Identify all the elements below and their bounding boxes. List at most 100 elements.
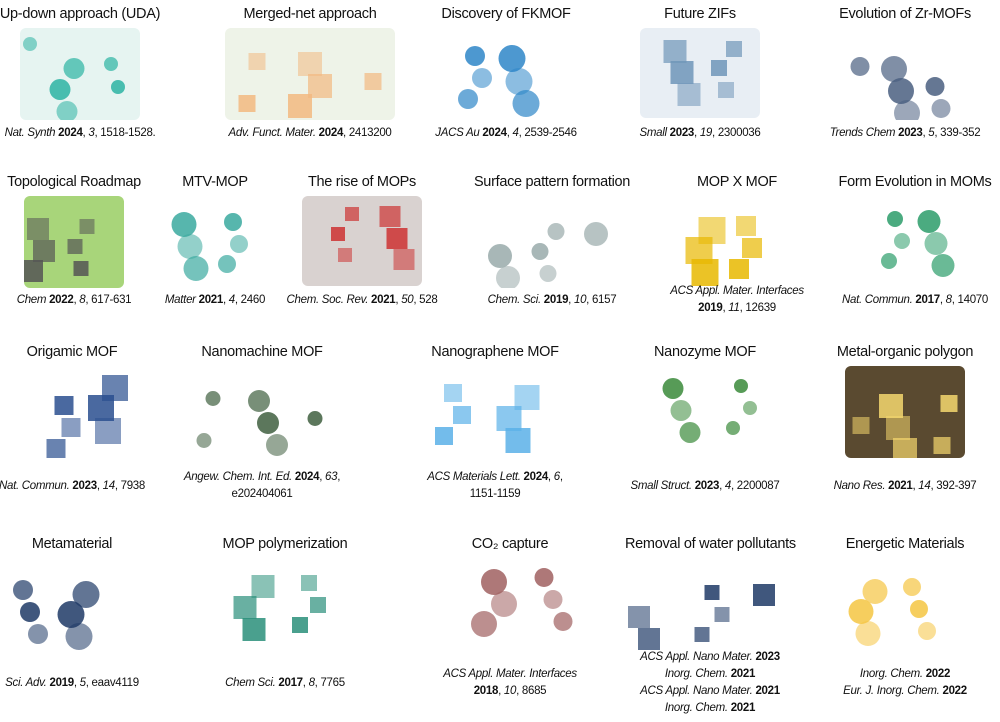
thumbnail-shape [171,211,197,237]
thumbnail-shape [694,627,709,642]
citation-text: , 528 [413,293,438,306]
citation: Small Struct. 2023, 4, 2200087 [600,468,810,504]
thumbnail-shape [711,60,728,77]
citation-journal: Nat. Commun. [841,293,916,306]
thumbnail-shape [393,249,415,271]
thumbnail-shape [183,255,209,281]
citation-text: , 2413200 [343,126,392,139]
citation-year: 2021 [371,293,396,306]
citation-journal: ACS Appl. Nano Mater. [640,651,756,663]
thumbnail-shape [677,82,701,106]
citation-line: Angew. Chem. Int. Ed. 2024, 63, [157,469,367,486]
citation-journal: Inorg. Chem. [859,668,926,680]
citation-line: Eur. J. Inorg. Chem. 2022 [800,683,1000,700]
citation-journal: Eur. J. Inorg. Chem. [843,685,943,697]
citation-text: , 2460 [234,293,266,306]
thumbnail-shape [63,58,85,80]
thumbnail-image [225,28,395,120]
citation-journal: 8 [308,676,315,689]
card-title: Nanomachine MOF [201,344,323,360]
thumbnail-shape [553,612,573,632]
card-title: CO₂ capture [471,536,549,552]
thumbnail-shape [73,261,89,277]
thumbnail-shape [111,79,126,94]
citation: Nat. Commun. 2023, 14, 7938 [0,468,177,504]
citation-year: 2024 [58,126,83,139]
thumbnail-shape [662,377,684,399]
citation-text: , [96,479,103,492]
thumbnail-image [625,558,795,650]
citation-journal: ACS Appl. Mater. Interfaces [670,285,804,297]
citation: ACS Materials Lett. 2024, 6,1151-1159 [390,468,600,504]
citation-line: Trends Chem 2023, 5, 339-352 [800,125,1000,142]
thumbnail-shape [79,219,95,234]
citation: Sci. Adv. 2019, 5, eaav4119 [0,652,177,714]
thumbnail-shape [471,611,498,638]
thumbnail-image [420,366,570,458]
thumbnail-shape [224,212,242,231]
citation: Angew. Chem. Int. Ed. 2024, 63,e20240406… [157,468,367,504]
citation-text: , [547,471,554,483]
citation: Chem. Sci. 2019, 10, 6157 [447,286,657,314]
card-title: Surface pattern formation [473,174,631,190]
thumbnail-shape [627,605,650,628]
citation-journal: ACS Materials Lett. [427,471,524,483]
thumbnail-shape [218,254,236,273]
citation-year: 2021 [730,702,756,714]
thumbnail-shape [266,434,288,457]
thumbnail-shape [242,617,265,641]
citation-text: , [912,479,919,492]
citation-line: Nat. Synth 2024, 3, 1518-1528. [0,125,185,142]
citation-year: 2023 [694,479,720,492]
card-title: Future ZIFs [664,6,736,22]
thumbnail-shape [230,234,248,253]
citation-journal: 8 [79,293,86,306]
thumbnail-image [187,366,337,458]
citation-year: 2017 [278,676,303,689]
card-title: Removal of water pollutants [625,536,796,552]
thumbnail-shape [735,216,756,237]
card-title: Up-down approach (UDA) [0,6,161,22]
thumbnail-shape [539,265,557,282]
citation-line: Chem Sci. 2017, 8, 7765 [180,675,390,692]
citation: Chem Sci. 2017, 8, 7765 [180,652,390,714]
thumbnail-shape [893,437,917,458]
citation-journal: 6 [553,471,560,483]
citation-journal: Chem [16,293,50,306]
card-title: The rise of MOPs [307,174,416,190]
citation-journal: Small Struct. [630,479,695,492]
thumbnail-shape [931,98,951,118]
citation-journal: JACS Au [435,126,483,139]
thumbnail-shape [725,40,742,57]
citation-journal: ACS Appl. Nano Mater. [640,685,756,697]
thumbnail-image [845,558,965,650]
citation-text: , [939,293,946,306]
citation-line: 1151-1159 [390,486,600,503]
thumbnail-shape [498,45,526,73]
citation-journal: Adv. Funct. Mater. [228,126,319,139]
thumbnail-shape [917,622,936,641]
citation-year: 2023 [669,126,695,139]
citation: Nat. Synth 2024, 3, 1518-1528. [0,124,185,142]
citation-year: 2022 [49,293,74,306]
thumbnail-shape [933,436,951,454]
thumbnail-shape [308,74,333,98]
citation-line: Inorg. Chem. 2021 [605,666,815,683]
thumbnail-shape [903,578,922,597]
thumbnail-shape [679,422,701,444]
citation: Nano Res. 2021, 14, 392-397 [800,468,1000,504]
thumbnail-shape [233,595,256,619]
citation-text: , [559,471,563,483]
citation-journal: Chem. Sci. [487,293,544,306]
thumbnail-shape [345,206,360,221]
thumbnail-shape [24,260,43,283]
card-title: Nanographene MOF [431,344,559,360]
thumbnail-shape [496,405,521,431]
thumbnail-shape [205,390,220,406]
thumbnail-image [487,196,617,288]
